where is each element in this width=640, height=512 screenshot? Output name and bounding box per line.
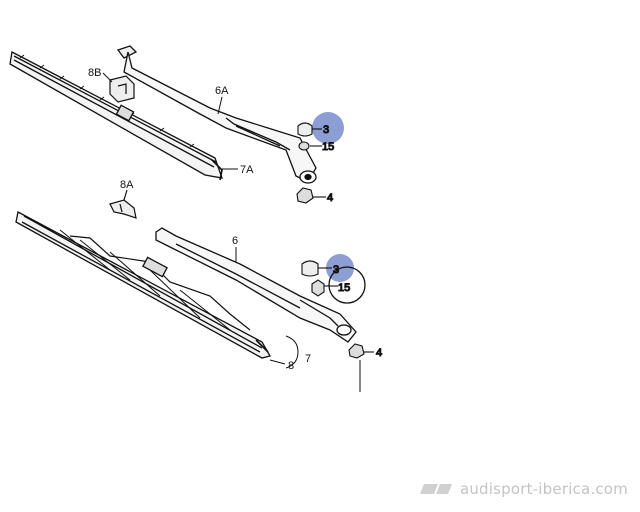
- washer-upper: 15: [298, 140, 335, 154]
- clip-8b: [109, 75, 135, 103]
- label-washer-upper: 15: [322, 141, 334, 153]
- bracket-7-8: [269, 335, 299, 369]
- label-blade-lower: 7: [305, 353, 311, 365]
- label-nut-lower: 4: [376, 347, 382, 359]
- wiper-arm-upper: [116, 45, 317, 184]
- watermark-text: audisport-iberica.com: [459, 480, 628, 498]
- highlight-circle-upper: [312, 112, 344, 144]
- label-clip-lower: 8A: [120, 179, 134, 191]
- callout-circle-lower: [328, 266, 366, 304]
- washer-lower: 15: [311, 266, 366, 304]
- wiper-blade-upper: [9, 51, 223, 181]
- label-clip-upper: 8B: [88, 67, 101, 79]
- label-arm-lower: 6: [232, 235, 238, 247]
- label-nut-upper: 4: [327, 192, 333, 204]
- label-insert-lower: 8: [288, 360, 294, 372]
- label-cap-upper: 3: [323, 124, 329, 136]
- label-washer-lower: 15: [338, 282, 350, 294]
- label-arm-upper: 6A: [215, 85, 229, 97]
- clip-8a: [109, 189, 137, 219]
- cap-lower: 3: [301, 254, 354, 282]
- nut-upper: 4: [296, 187, 334, 205]
- label-blade-upper: 7A: [240, 164, 254, 176]
- wiper-arm-lower: [155, 227, 357, 343]
- wiper-blade-lower: [15, 211, 271, 359]
- cap-upper: 3: [297, 112, 344, 144]
- watermark: audisport-iberica.com: [418, 480, 628, 498]
- watermark-logo-icon: [419, 484, 452, 494]
- nut-lower: 4: [348, 343, 383, 392]
